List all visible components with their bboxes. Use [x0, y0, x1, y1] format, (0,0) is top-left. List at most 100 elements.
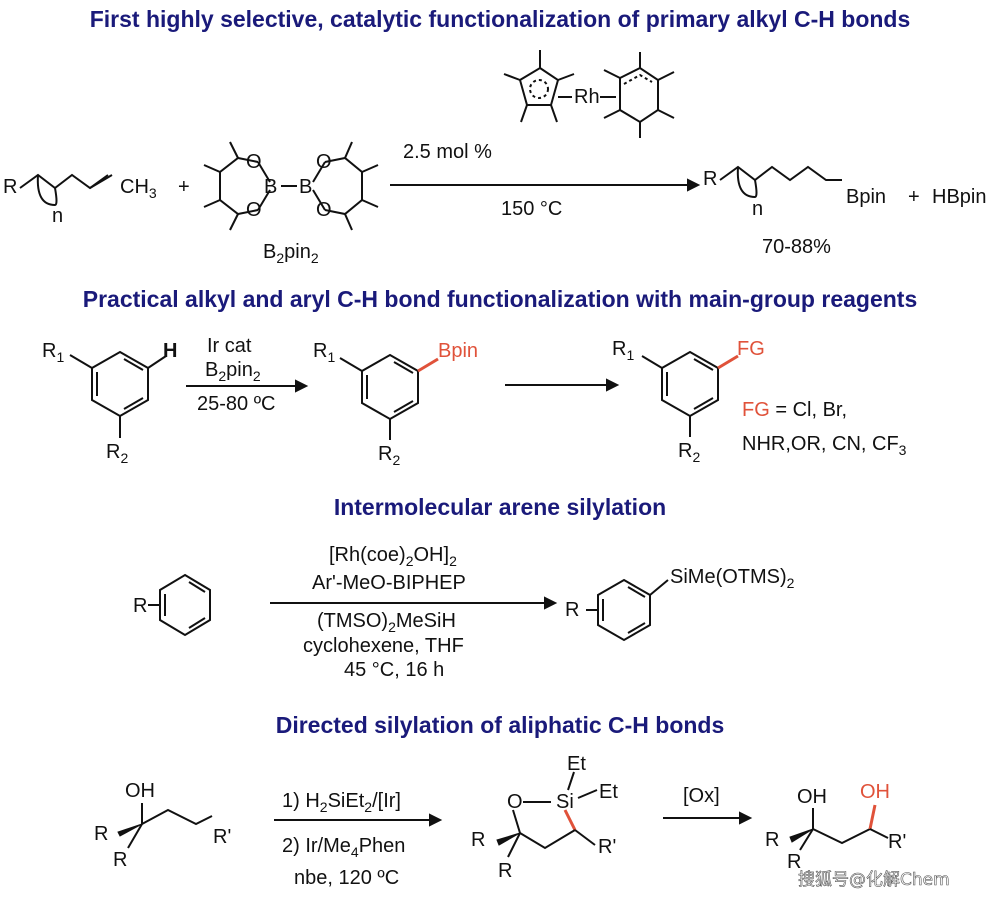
- b2pin2-sub1: 2: [276, 250, 284, 266]
- silyl-sub: 2: [787, 575, 795, 591]
- svg-text:R2: R2: [378, 443, 400, 468]
- substrate-Rprime: R': [213, 826, 231, 848]
- catalyst-loading: 2.5 mol %: [403, 141, 492, 163]
- step1-sub: 2: [320, 799, 328, 815]
- functionalized-arene: R1 FG R2: [612, 338, 765, 465]
- b2pin2-sub2: 2: [311, 250, 319, 266]
- yield: 70-88%: [762, 236, 831, 258]
- section2-title: Practical alkyl and aryl C-H bond functi…: [83, 286, 918, 312]
- ring-Si: Si: [556, 791, 574, 813]
- svg-text:FG = Cl, Br,: FG = Cl, Br,: [742, 399, 847, 421]
- ring-O: O: [507, 791, 523, 813]
- r2-sub: 2: [120, 450, 128, 466]
- b2pin2-B-1: B: [264, 176, 277, 198]
- step1-sub2: 2: [364, 799, 372, 815]
- et-label-1: Et: [567, 753, 586, 775]
- diol-R-1: R: [765, 829, 779, 851]
- ch3-subscript: 3: [149, 185, 157, 201]
- int-R-1: R: [471, 829, 485, 851]
- fg-red: FG: [737, 338, 765, 360]
- temperature-1: 150 °C: [501, 198, 562, 220]
- r2-sub-3: 2: [692, 449, 700, 465]
- product-bpin: Bpin: [846, 186, 886, 208]
- b2pin2-B-2: B: [299, 176, 312, 198]
- temp-range: 25-80 ºC: [197, 393, 275, 415]
- rh-label: Rh: [574, 86, 600, 108]
- et-label-2: Et: [599, 781, 618, 803]
- step1-tail2: /[Ir]: [372, 790, 401, 812]
- svg-text:R1: R1: [313, 340, 335, 365]
- b2pin2-O-2: O: [246, 199, 262, 221]
- substrate-n: n: [52, 205, 63, 227]
- b2pin2-cond-sub2: 2: [253, 368, 261, 384]
- r1-label-2: R: [313, 340, 327, 362]
- step1-tail: SiEt: [328, 790, 365, 812]
- step3-label: nbe, 120 ºC: [294, 867, 399, 889]
- svg-text:2) Ir/Me4Phen: 2) Ir/Me4Phen: [282, 835, 405, 860]
- diol-product: OH OH R R R': [765, 781, 906, 873]
- arene-substrate: R1 H R2: [42, 340, 177, 466]
- product-R: R: [703, 168, 717, 190]
- fg-list-line2: NHR,OR, CN, CF: [742, 433, 899, 455]
- silane-sub: 2: [388, 619, 396, 635]
- rh-cond-tail: OH]: [414, 544, 450, 566]
- r1-sub-2: 1: [327, 349, 335, 365]
- rh-cond-sub1: 2: [406, 553, 414, 569]
- section1-title: First highly selective, catalytic functi…: [90, 6, 911, 32]
- byproduct-hbpin: HBpin: [932, 186, 986, 208]
- step2-sub: 4: [351, 844, 359, 860]
- section3-title: Intermolecular arene silylation: [334, 494, 666, 520]
- fg-list-fg: FG: [742, 399, 770, 421]
- svg-text:B2pin2: B2pin2: [205, 359, 261, 384]
- bpin-red: Bpin: [438, 340, 478, 362]
- svg-text:R2: R2: [678, 440, 700, 465]
- alkane-substrate: R n CH3: [3, 173, 157, 227]
- step2-main: 2) Ir/Me: [282, 835, 351, 857]
- b2pin2-B: B: [263, 241, 276, 263]
- svg-text:[Rh(coe)2OH]2: [Rh(coe)2OH]2: [329, 544, 457, 569]
- int-Rprime: R': [598, 836, 616, 858]
- b2pin2-pin: pin: [284, 241, 311, 263]
- svg-text:SiMe(OTMS)2: SiMe(OTMS)2: [670, 566, 795, 591]
- r2-label-3: R: [678, 440, 692, 462]
- silane-main: (TMSO): [317, 610, 388, 632]
- plus-sign-1: +: [178, 176, 190, 198]
- svg-text:NHR,OR, CN, CF3: NHR,OR, CN, CF3: [742, 433, 907, 458]
- diol-OH-1: OH: [797, 786, 827, 808]
- rh-cond-sub2: 2: [449, 553, 457, 569]
- b2pin2-O-4: O: [316, 199, 332, 221]
- fg-list-line1: = Cl, Br,: [770, 399, 847, 421]
- silane-tail: MeSiH: [396, 610, 456, 632]
- b2pin2-cond-pin: pin: [226, 359, 253, 381]
- product-n: n: [752, 198, 763, 220]
- oxasilolane-intermediate: O Si Et Et R R R': [471, 753, 618, 882]
- r1-sub-3: 1: [626, 347, 634, 363]
- ligand-label: Ar'-MeO-BIPHEP: [312, 572, 466, 594]
- svg-text:R1: R1: [42, 340, 64, 365]
- diol-OH-2: OH: [860, 781, 890, 803]
- diol-R-2: R: [787, 851, 801, 873]
- svg-text:B2pin2: B2pin2: [263, 241, 319, 266]
- b2pin2-O-3: O: [316, 151, 332, 173]
- plus-sign-2: +: [908, 186, 920, 208]
- substrate-OH: OH: [125, 780, 155, 802]
- section4-title: Directed silylation of aliphatic C-H bon…: [276, 712, 725, 738]
- svg-text:R2: R2: [106, 441, 128, 466]
- svg-text:R1: R1: [612, 338, 634, 363]
- step1-main: 1) H: [282, 790, 320, 812]
- b2pin2-structure: O O B B O O B2pin2: [203, 141, 379, 266]
- substrate-R-2: R: [113, 849, 127, 871]
- product-arene-R: R: [565, 599, 579, 621]
- h-label: H: [163, 340, 177, 362]
- rh-catalyst-structure: Rh: [503, 50, 675, 138]
- watermark: 搜狐号@化解Chem: [798, 870, 950, 890]
- fg-list-sub: 3: [899, 442, 907, 458]
- step2-tail: Phen: [359, 835, 406, 857]
- r2-sub-2: 2: [392, 452, 400, 468]
- svg-text:(TMSO)2MeSiH: (TMSO)2MeSiH: [317, 610, 456, 635]
- solvent-label: cyclohexene, THF: [303, 635, 464, 657]
- alcohol-substrate: OH R R R': [94, 780, 231, 871]
- substrate-R-1: R: [94, 823, 108, 845]
- conditions-temp-time: 45 °C, 16 h: [344, 659, 444, 681]
